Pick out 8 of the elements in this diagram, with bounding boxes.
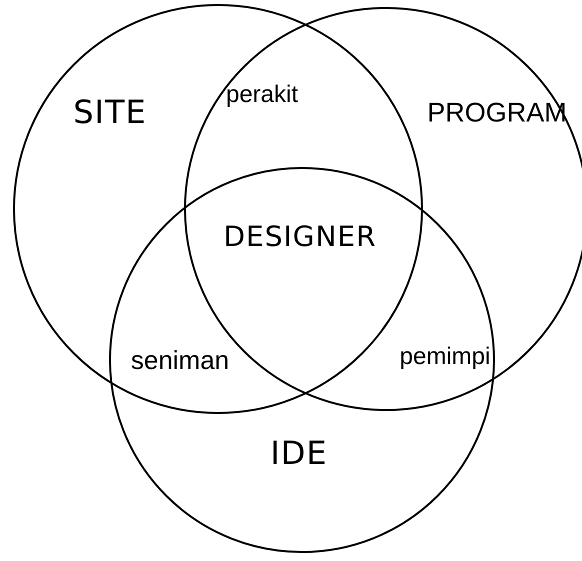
set-label: IDE: [270, 437, 328, 469]
venn-circle: [109, 167, 495, 553]
set-label: SITE: [73, 96, 147, 128]
set-label: PROGRAM: [427, 100, 567, 126]
overlap-label: DESIGNER: [223, 223, 377, 251]
overlap-label: seniman: [130, 347, 230, 373]
overlap-label: perakit: [226, 83, 298, 107]
overlap-label: pemimpi: [400, 345, 490, 369]
